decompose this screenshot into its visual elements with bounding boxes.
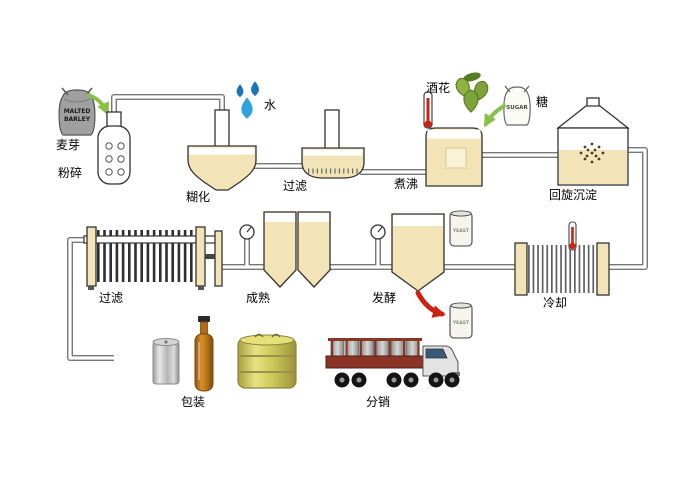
maturation-label: 成熟 (246, 290, 270, 305)
yeast-can-top-text: YEAST (452, 228, 470, 234)
cooling-thermometer-icon (568, 221, 577, 251)
mash-tun (187, 109, 257, 191)
fermenter-vessel (391, 213, 445, 292)
whirlpool-vessel (556, 97, 630, 186)
sugar-label: 糖 (536, 94, 548, 109)
boil-thermometer-icon (423, 91, 433, 129)
truck-window (425, 348, 448, 359)
mill-unit (97, 111, 131, 185)
yeast-can-top: YEAST (449, 210, 473, 247)
malt-sack-text-line1: MALTED (64, 108, 91, 115)
pressure-gauge-left (239, 224, 255, 240)
whirlpool-trub-particles (579, 142, 605, 164)
sugar-to-kettle-arrow (484, 104, 506, 128)
truck-cargo-drums (330, 339, 420, 358)
mill-label: 粉碎 (58, 165, 82, 180)
beer-can (152, 338, 180, 385)
beer-keg (237, 333, 297, 389)
delivery-truck (325, 338, 460, 388)
yeast-recovery-arrow (415, 290, 446, 318)
packaging-label: 包装 (181, 395, 205, 409)
filter-press (83, 226, 223, 290)
truck-wheels (334, 372, 460, 388)
malt-to-mill-arrow (86, 93, 110, 116)
cooling-label: 冷却 (543, 296, 567, 310)
filtration-label: 过滤 (99, 291, 123, 305)
water-label: 水 (264, 98, 276, 112)
maturation-tanks (263, 211, 331, 288)
pressure-gauge-right (370, 224, 386, 240)
fermentation-label: 发酵 (372, 290, 396, 305)
process-pipes (67, 94, 648, 361)
hops-icon (453, 72, 491, 113)
boil-kettle (425, 127, 483, 187)
mash-label: 糊化 (186, 189, 210, 204)
malt-sack: MALTED BARLEY (58, 87, 96, 136)
water-drops-icon (236, 81, 259, 119)
whirlpool-label: 回旋沉淀 (549, 188, 597, 202)
cooling-exchanger (514, 242, 610, 296)
distribution-label: 分销 (366, 395, 390, 409)
malt-label: 麦芽 (56, 138, 80, 152)
malt-sack-text-line2: BARLEY (64, 116, 91, 123)
yeast-can-bottom: YEAST (449, 302, 473, 339)
boil-label: 煮沸 (394, 177, 418, 191)
lauter-tun (301, 109, 365, 179)
beer-bottle (194, 316, 214, 392)
yeast-can-bottom-text: YEAST (452, 320, 470, 326)
hops-label: 酒花 (426, 80, 450, 95)
sugar-sack-text: SUGAR (506, 105, 528, 111)
sugar-sack: SUGAR (503, 85, 531, 126)
lauter-label: 过滤 (283, 179, 307, 193)
